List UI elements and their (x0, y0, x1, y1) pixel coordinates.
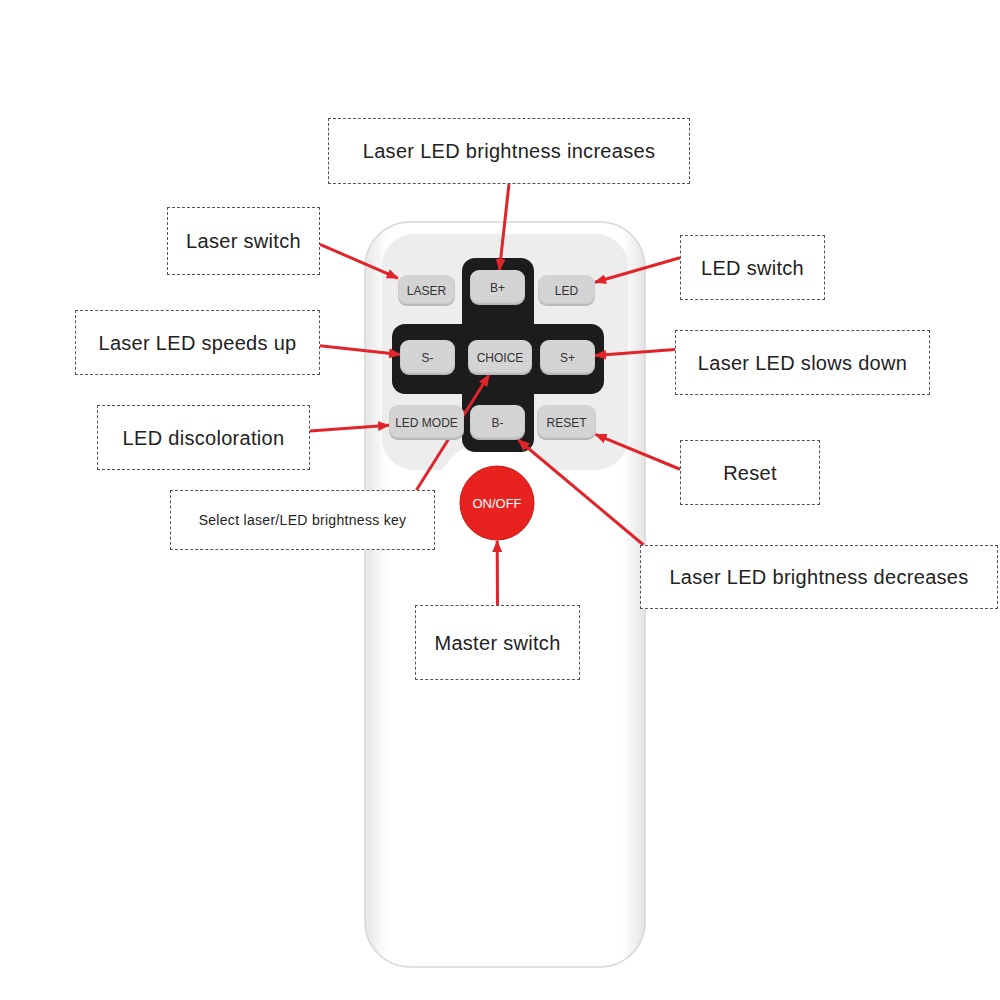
callout-text: Laser LED slows down (698, 351, 907, 375)
remote-button: S+ (540, 340, 595, 375)
callout-text: Laser LED brightness decreases (669, 565, 968, 589)
remote-button: RESET (537, 405, 595, 440)
button-panel (382, 234, 628, 470)
callout-box: LED switch (680, 235, 825, 300)
remote-body (365, 222, 645, 967)
callout-box: Laser LED brightness increases (328, 118, 690, 184)
button-label: RESET (546, 417, 586, 429)
callout-text: Select laser/LED brightness key (199, 512, 407, 529)
remote-button: LASER (398, 275, 455, 306)
callout-box: Master switch (415, 605, 580, 680)
button-label: LED MODE (395, 417, 458, 429)
pointer-arrow (320, 244, 398, 278)
callout-box: Laser switch (167, 207, 320, 275)
pointer-arrow (310, 425, 389, 431)
callout-text: Laser LED brightness increases (363, 139, 655, 163)
dpad-base (392, 258, 604, 452)
button-label: S+ (560, 352, 575, 364)
callout-text: Reset (723, 461, 777, 485)
remote-button: B+ (470, 270, 525, 305)
pointer-arrow (499, 184, 509, 270)
remote-button: CHOICE (468, 340, 533, 375)
pointer-arrow (595, 350, 675, 356)
callout-text: Master switch (434, 631, 560, 655)
button-label: B- (492, 417, 504, 429)
callout-box: Reset (680, 440, 820, 505)
power-button-circle (460, 466, 534, 540)
remote-button: S- (400, 340, 455, 375)
button-label: LASER (407, 285, 446, 297)
callout-box: LED discoloration (97, 405, 310, 470)
power-button: ON/OFF (459, 465, 535, 541)
callout-box: Select laser/LED brightness key (170, 490, 435, 550)
callout-box: Laser LED slows down (675, 330, 930, 395)
callout-text: LED discoloration (123, 426, 285, 450)
pointer-arrow (320, 346, 400, 355)
remote-button: B- (470, 405, 525, 440)
button-label: ON/OFF (472, 496, 521, 511)
pointer-arrow (595, 258, 680, 283)
remote-button: LED (538, 275, 595, 306)
pointer-arrow (518, 440, 643, 545)
callout-text: LED switch (701, 256, 804, 280)
callout-text: Laser switch (186, 229, 301, 253)
button-label: S- (422, 352, 434, 364)
pointer-arrow (596, 434, 681, 469)
remote-button: LED MODE (389, 405, 464, 440)
button-label: LED (555, 285, 578, 297)
pointer-arrow (496, 541, 499, 605)
callout-box: Laser LED brightness decreases (640, 545, 998, 609)
callout-box: Laser LED speeds up (75, 310, 320, 375)
button-label: CHOICE (477, 352, 524, 364)
button-label: B+ (490, 282, 505, 294)
callout-text: Laser LED speeds up (98, 331, 296, 355)
